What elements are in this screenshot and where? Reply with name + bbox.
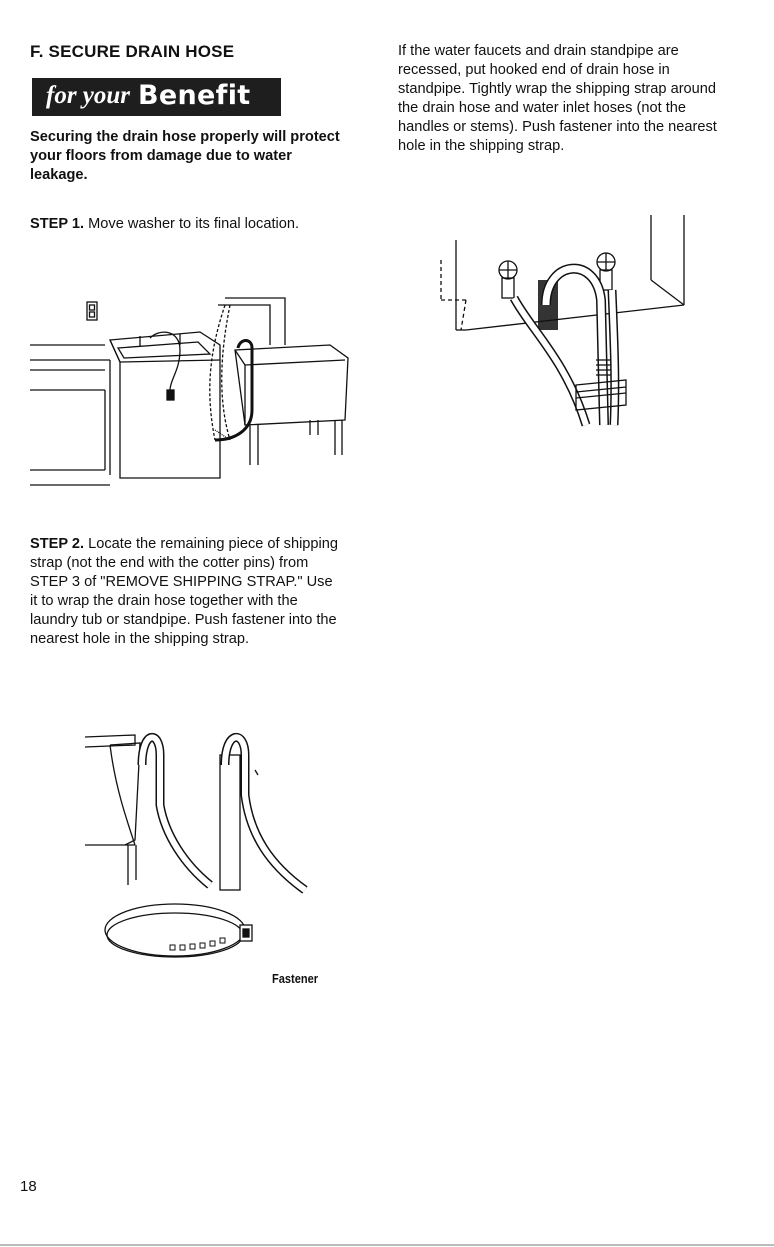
recessed-instructions: If the water faucets and drain standpipe… [398, 43, 717, 154]
step2-label: STEP 2. [30, 536, 85, 552]
section-heading: F. SECURE DRAIN HOSE [30, 42, 235, 61]
step1-text: Move washer to its final location. [84, 216, 300, 232]
step1-paragraph: STEP 1. Move washer to its final locatio… [30, 215, 330, 234]
step1-label: STEP 1. [30, 216, 85, 232]
recessed-standpipe-illustration [436, 210, 696, 440]
bottom-rule [0, 1244, 774, 1246]
washer-location-illustration [30, 290, 360, 500]
badge-bold-text: Benefit [138, 80, 251, 111]
benefit-intro: Securing the drain hose properly will pr… [30, 129, 340, 183]
step2-text: Locate the remaining piece of shipping s… [30, 536, 339, 647]
page-number: 18 [20, 1178, 37, 1195]
for-your-benefit-badge: for your Benefit [32, 78, 281, 116]
strap-fastener-illustration [80, 725, 330, 975]
step2-paragraph: STEP 2. Locate the remaining piece of sh… [30, 535, 340, 649]
fastener-label: Fastener [272, 971, 319, 986]
badge-italic-text: for your [46, 81, 131, 109]
